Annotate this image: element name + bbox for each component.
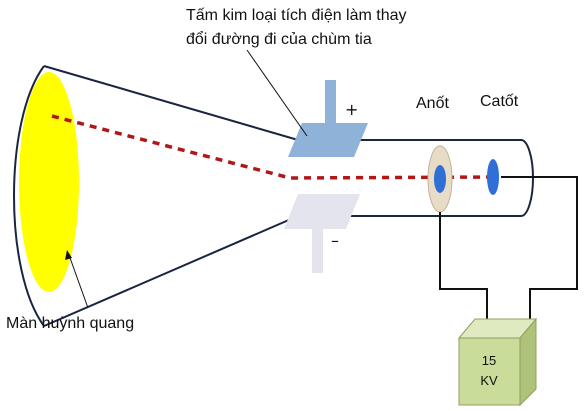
cathode-electrode — [487, 159, 499, 195]
power-supply-unit: KV — [480, 373, 498, 388]
anode-core — [434, 165, 446, 193]
anode-label: Anốt — [416, 95, 449, 112]
electron-beam — [51, 114, 497, 180]
deflector-pointer-line — [246, 49, 308, 137]
power-supply-value: 15 — [482, 353, 496, 368]
screen-pointer-arrowhead — [65, 250, 72, 260]
plus-sign: + — [345, 100, 358, 119]
screen-pointer-line — [68, 254, 89, 309]
minus-sign: – — [331, 231, 339, 250]
cathode-wire — [501, 176, 578, 319]
anode-wire — [439, 212, 488, 319]
cathode-label: Catốt — [480, 93, 519, 110]
power-supply-box — [457, 317, 538, 407]
lower-deflection-plate — [284, 194, 360, 229]
fluorescent-screen — [19, 72, 79, 292]
deflector-label-line2: đổi đường đi của chùm tia — [186, 30, 372, 48]
deflector-label-line1: Tấm kim loại tích điện làm thay — [186, 7, 407, 24]
upper-deflection-plate — [288, 123, 368, 157]
screen-label: Màn huỳnh quang — [6, 315, 134, 332]
lower-plate-stem — [312, 229, 323, 273]
screen-rim — [13, 65, 45, 327]
upper-plate-stem — [325, 80, 336, 124]
tube-outline — [43, 65, 534, 327]
